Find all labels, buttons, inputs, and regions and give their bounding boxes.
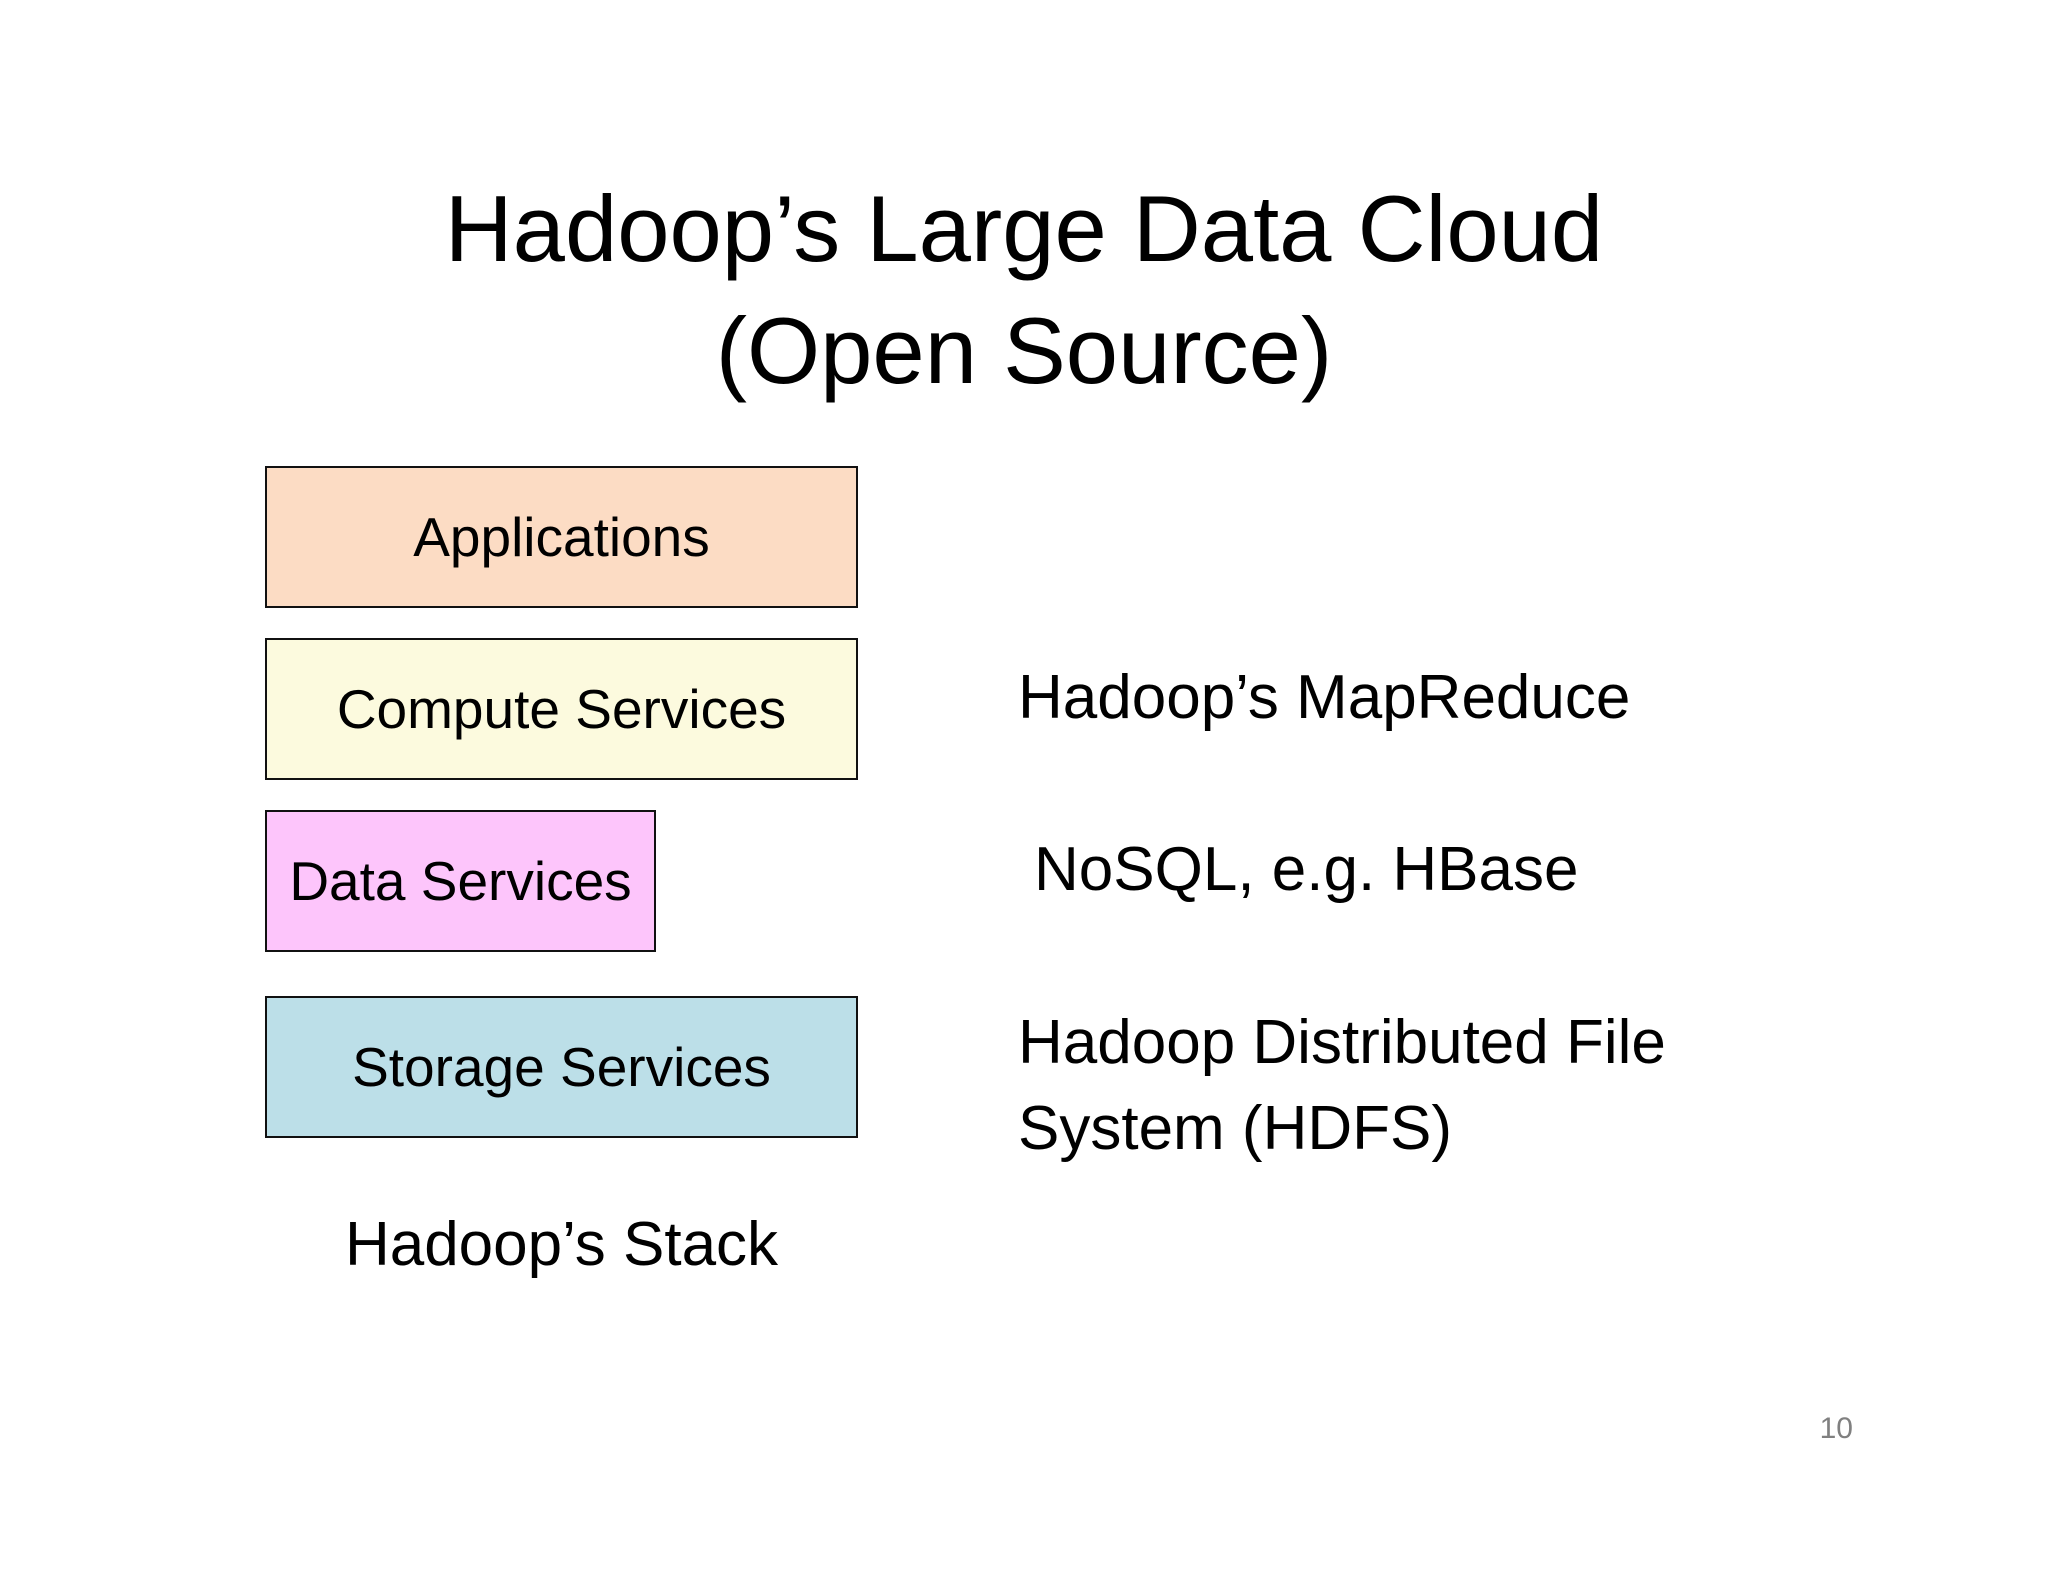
page-number: 10 (1819, 1412, 1853, 1445)
mapreduce-label: Hadoop’s MapReduce (1018, 663, 1631, 732)
applications-layer-label: Applications (413, 506, 710, 568)
storage-services-layer: Storage Services (265, 996, 858, 1138)
hdfs-label-line-1: Hadoop Distributed File (1018, 1008, 1666, 1077)
stack-caption: Hadoop’s Stack (344, 1210, 779, 1279)
compute-services-layer: Compute Services (265, 638, 858, 780)
hdfs-label-line-2: System (HDFS) (1018, 1094, 1452, 1163)
applications-layer: Applications (265, 466, 858, 608)
slide-title-line-1: Hadoop’s Large Data Cloud (444, 176, 1604, 281)
storage-services-layer-label: Storage Services (352, 1036, 771, 1098)
slide-title-line-2: (Open Source) (715, 298, 1333, 403)
data-services-layer-label: Data Services (289, 850, 632, 912)
hdfs-label: Hadoop Distributed File System (HDFS) (1018, 1000, 1666, 1172)
slide-title: Hadoop’s Large Data Cloud (Open Source) (0, 168, 2048, 412)
data-services-layer: Data Services (265, 810, 656, 952)
nosql-label: NoSQL, e.g. HBase (1034, 835, 1579, 904)
compute-services-layer-label: Compute Services (336, 678, 787, 740)
